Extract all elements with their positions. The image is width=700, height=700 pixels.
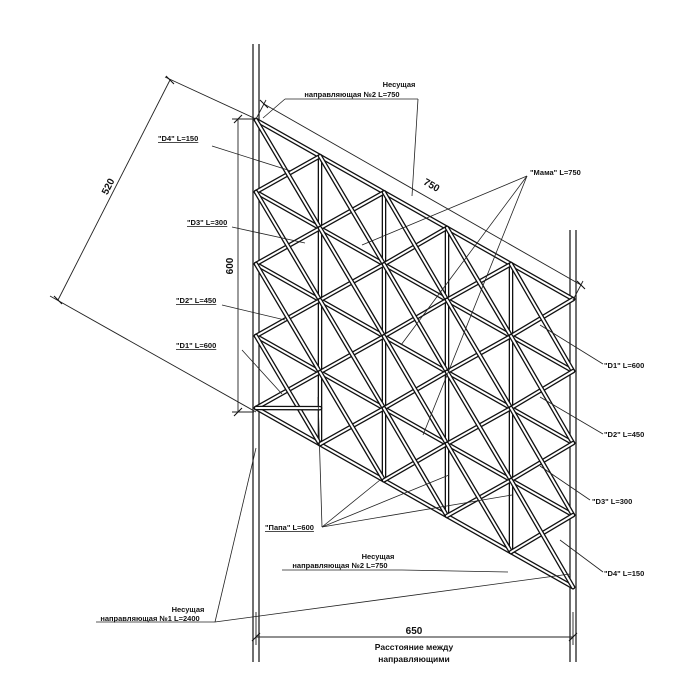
rail-bottom-title: Несущая <box>362 552 395 561</box>
truss-bar <box>510 263 574 373</box>
truss-bar <box>510 479 574 589</box>
member-labels: "D4" L=150 "D3" L=300 "D2" L=450 "D1" L=… <box>100 80 644 623</box>
truss-frame <box>253 117 576 590</box>
width-dimension: 650 Расстояние между направляющими <box>251 612 578 664</box>
rail-top-title: Несущая <box>383 80 416 89</box>
label-d1-left: "D1" L=600 <box>176 341 216 350</box>
rail-bottom-subtitle: направляющая №2 L=750 <box>292 561 387 570</box>
truss-bar <box>383 263 448 373</box>
label-papa: "Папа" L=600 <box>265 523 314 532</box>
truss-bar <box>255 119 321 230</box>
truss-bar <box>319 155 385 266</box>
truss-bar <box>510 407 574 517</box>
diagonal-left-value: 520 <box>100 177 118 197</box>
leader-lines <box>96 98 604 623</box>
label-mama: "Мама" L=750 <box>530 168 581 177</box>
truss-bar <box>255 119 574 301</box>
width-caption-line1: Расстояние между <box>375 642 454 652</box>
label-d4-right: "D4" L=150 <box>604 569 644 578</box>
label-d4-left: "D4" L=150 <box>158 134 198 143</box>
truss-bar <box>446 298 512 410</box>
truss-bar <box>446 370 512 482</box>
rail-top-subtitle: направляющая №2 L=750 <box>304 90 399 99</box>
truss-bar <box>383 191 448 301</box>
rail-main-title: Несущая <box>172 605 205 614</box>
truss-bar <box>255 263 574 445</box>
truss-bar <box>446 226 512 338</box>
diagonal-top-value: 750 <box>421 177 441 195</box>
label-d3-left: "D3" L=300 <box>187 218 227 227</box>
truss-bar <box>255 263 321 374</box>
label-d2-right: "D2" L=450 <box>604 430 644 439</box>
truss-bar <box>319 299 385 410</box>
label-d2-left: "D2" L=450 <box>176 296 216 305</box>
truss-bar <box>255 191 321 302</box>
left-vertical-rail <box>252 44 260 662</box>
height-value: 600 <box>225 257 236 274</box>
truss-bar <box>255 335 574 517</box>
truss-bar <box>255 407 574 589</box>
height-dimension: 600 <box>225 114 254 417</box>
width-value: 650 <box>406 626 423 637</box>
truss-bar <box>446 442 512 554</box>
diagonal-left-dimension: 520 <box>49 75 257 413</box>
width-caption-line2: направляющими <box>378 654 450 664</box>
truss-bar <box>383 407 448 517</box>
label-d3-right: "D3" L=300 <box>592 497 632 506</box>
truss-bar <box>255 335 321 446</box>
truss-bar <box>510 335 574 445</box>
truss-bar <box>319 227 385 338</box>
rail-main-subtitle: направляющая №1 L=2400 <box>100 614 199 623</box>
truss-bar <box>319 371 385 482</box>
truss-bar <box>255 191 574 373</box>
label-d1-right: "D1" L=600 <box>604 361 644 370</box>
truss-bar <box>383 335 448 445</box>
